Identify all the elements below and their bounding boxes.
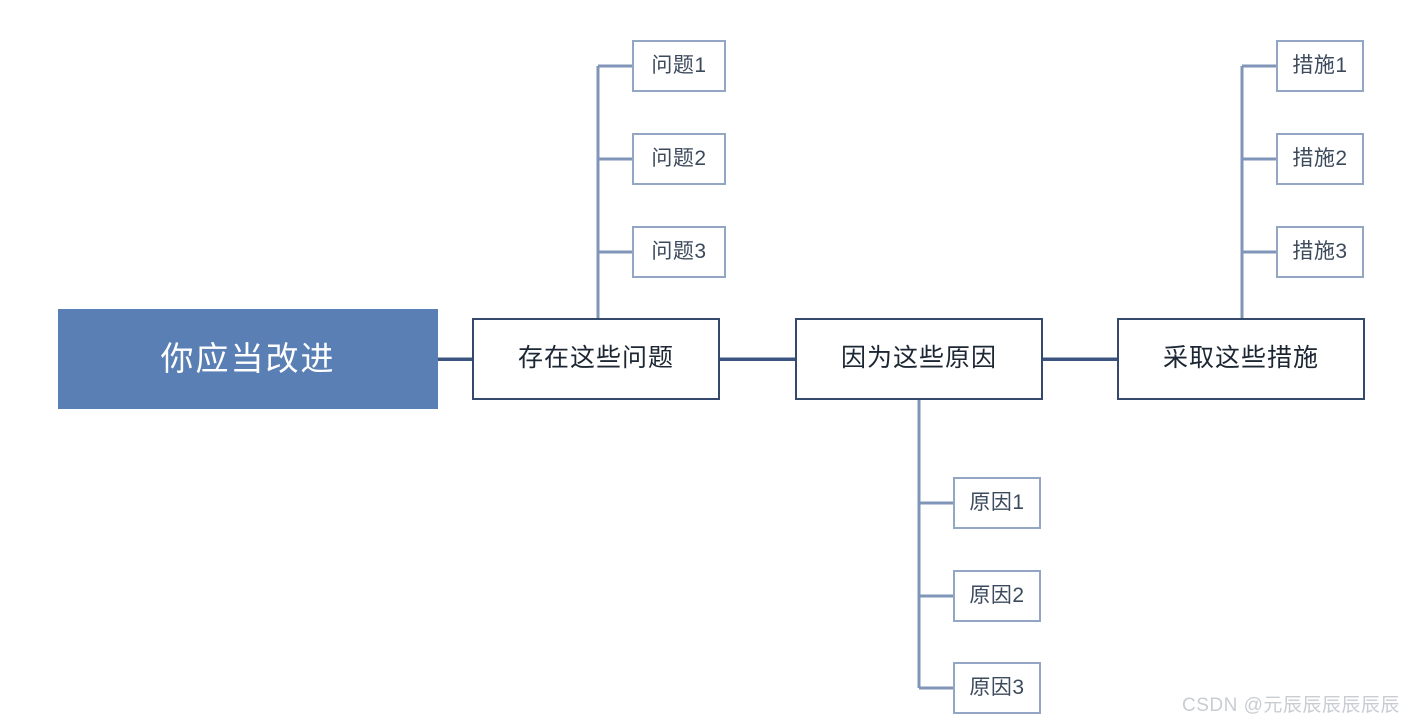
leaf-measure-2-label: 措施2: [1292, 147, 1348, 171]
leaf-problem-3-label: 问题3: [651, 240, 707, 264]
watermark: CSDN @元辰辰辰辰辰辰: [1182, 695, 1400, 716]
node-problems[interactable]: 存在这些问题: [472, 318, 720, 400]
leaf-problem-1[interactable]: 问题1: [632, 40, 726, 92]
leaf-reason-1-label: 原因1: [969, 491, 1025, 515]
leaf-reason-2[interactable]: 原因2: [953, 570, 1041, 622]
leaf-measure-3[interactable]: 措施3: [1276, 226, 1364, 278]
leaf-reason-3-label: 原因3: [969, 676, 1025, 700]
node-root[interactable]: 你应当改进: [58, 309, 438, 409]
leaf-problem-3[interactable]: 问题3: [632, 226, 726, 278]
node-measures-label: 采取这些措施: [1162, 344, 1319, 373]
node-reasons[interactable]: 因为这些原因: [795, 318, 1043, 400]
leaf-measure-1[interactable]: 措施1: [1276, 40, 1364, 92]
node-problems-label: 存在这些问题: [517, 344, 674, 373]
leaf-problem-1-label: 问题1: [651, 54, 707, 78]
leaf-problem-2-label: 问题2: [651, 147, 707, 171]
leaf-reason-1[interactable]: 原因1: [953, 477, 1041, 529]
leaf-measure-1-label: 措施1: [1292, 54, 1348, 78]
leaf-problem-2[interactable]: 问题2: [632, 133, 726, 185]
node-reasons-label: 因为这些原因: [840, 344, 997, 373]
node-root-label: 你应当改进: [160, 339, 336, 377]
leaf-measure-2[interactable]: 措施2: [1276, 133, 1364, 185]
leaf-measure-3-label: 措施3: [1292, 240, 1348, 264]
node-measures[interactable]: 采取这些措施: [1117, 318, 1365, 400]
leaf-reason-3[interactable]: 原因3: [953, 662, 1041, 714]
leaf-reason-2-label: 原因2: [969, 584, 1025, 608]
